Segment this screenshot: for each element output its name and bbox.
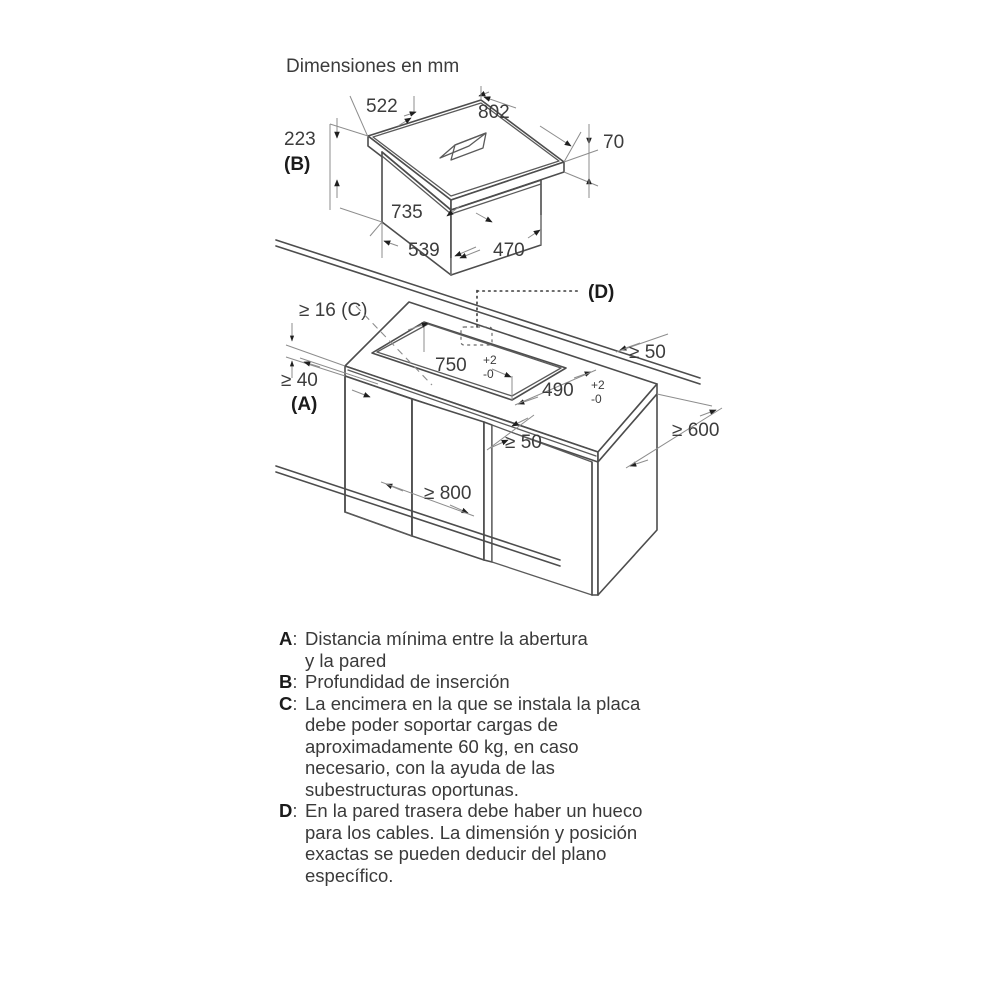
legend-key-A: A: <box>279 628 305 650</box>
dim-750-label: 750 <box>435 355 467 376</box>
dim-min600: ≥ 600 <box>625 393 723 469</box>
legend-key-D-letter: D <box>279 800 293 821</box>
back-wall <box>275 239 701 385</box>
legend-key-D: D: <box>279 800 305 822</box>
dim-min16-label: ≥ 16 (C) <box>299 300 368 321</box>
legend-key-C: C: <box>279 693 305 715</box>
dim-70: 70 <box>563 124 624 198</box>
dim-min600-label: ≥ 600 <box>672 420 719 441</box>
ventilation-slot <box>439 132 487 161</box>
dim-802-label: 802 <box>478 102 510 123</box>
dim-min800: ≥ 800 <box>380 481 475 517</box>
dim-490-tol-minus: -0 <box>591 392 602 406</box>
dim-750: 750 +2 -0 <box>407 322 513 400</box>
dim-750-tol-minus: -0 <box>483 367 494 381</box>
dim-min50-front: ≥ 50 <box>486 414 542 453</box>
dim-522-label: 522 <box>366 96 398 117</box>
legend-key-D-colon: : <box>292 800 298 821</box>
legend-key-A-letter: A <box>279 628 293 649</box>
dim-min40-A: ≥ 40 (A) <box>281 357 379 415</box>
cooktop-isometric <box>367 99 565 276</box>
legend-key-B-colon: : <box>292 671 298 692</box>
countertop-cabinet-isometric <box>275 301 658 596</box>
legend-item-C: C: La encimera en la que se instala la p… <box>279 693 709 801</box>
label-D: (D) <box>588 282 614 303</box>
legend-block: A: Distancia mínima entre la abertura y … <box>279 628 709 886</box>
legend-item-A: A: Distancia mínima entre la abertura y … <box>279 628 709 671</box>
dim-min50-rear-label: ≥ 50 <box>629 342 666 363</box>
legend-item-B: B: Profundidad de inserción <box>279 671 709 693</box>
dim-750-tol-plus: +2 <box>483 353 497 367</box>
legend-text-B: Profundidad de inserción <box>305 671 510 692</box>
dim-min50-rear: ≥ 50 <box>615 333 669 363</box>
dim-min40-label: ≥ 40 <box>281 370 318 391</box>
dim-522: 522 <box>349 86 490 138</box>
dim-223-sublabel: (B) <box>284 154 310 175</box>
legend-text-A: Distancia mínima entre la abertura y la … <box>305 628 588 671</box>
dim-490: 490 +2 -0 <box>514 369 605 406</box>
legend-item-D: D: En la pared trasera debe haber un hue… <box>279 800 709 886</box>
dim-539-label: 539 <box>408 240 440 261</box>
legend-text-C: La encimera en la que se instala la plac… <box>305 692 641 800</box>
legend-key-B-letter: B <box>279 671 293 692</box>
dim-735: 735 <box>369 202 493 275</box>
legend-key-A-colon: : <box>292 628 298 649</box>
dim-min50-front-label: ≥ 50 <box>505 432 542 453</box>
dim-490-tol-plus: +2 <box>591 378 605 392</box>
dim-470-label: 470 <box>493 240 525 261</box>
dim-802: 802 <box>478 86 582 163</box>
dim-min40-sublabel: (A) <box>291 394 317 415</box>
dim-735-label: 735 <box>391 202 423 223</box>
dim-490-label: 490 <box>542 380 574 401</box>
dim-min16-C: ≥ 16 (C) <box>285 300 433 386</box>
dim-223-label: 223 <box>284 129 316 150</box>
legend-key-C-colon: : <box>292 692 298 714</box>
legend-text-D: En la pared trasera debe haber un hueco … <box>305 800 643 886</box>
dim-min800-label: ≥ 800 <box>424 483 471 504</box>
legend-key-C-letter: C <box>279 692 293 714</box>
dim-70-label: 70 <box>603 132 624 153</box>
legend-key-B: B: <box>279 671 305 693</box>
cable-hole-indicator: (D) <box>460 282 614 346</box>
dim-223-B: 223 (B) <box>284 118 383 223</box>
dim-470: 470 <box>459 215 542 261</box>
dim-539: 539 <box>381 222 477 275</box>
drawing-title: Dimensiones en mm <box>286 56 459 77</box>
